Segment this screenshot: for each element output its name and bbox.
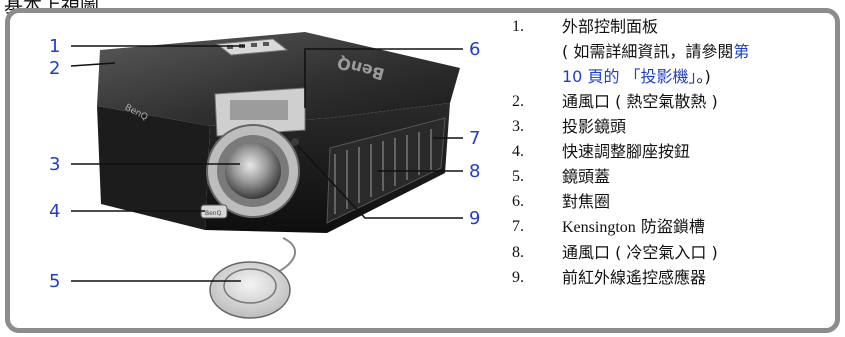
lens-cap-inner — [223, 268, 277, 304]
part-number: 6. — [512, 193, 524, 210]
part-number: 9. — [512, 269, 524, 286]
leader-line-2 — [70, 62, 116, 67]
callout-7: 7 — [469, 128, 480, 149]
callout-9: 9 — [469, 208, 480, 229]
callout-8: 8 — [469, 161, 480, 182]
part-number: 8. — [512, 244, 524, 261]
part-name: 投影鏡頭 — [562, 117, 627, 136]
part-item-8: 8. 通風口 ( 冷空氣入口 ) — [512, 240, 834, 265]
part-name: Kensington 防盜鎖槽 — [562, 217, 705, 236]
projector-diagram: BenQ BenQ BenQ — [5, 8, 495, 333]
part-number: 7. — [512, 218, 524, 235]
part-name: 通風口 ( 冷空氣入口 ) — [562, 243, 718, 262]
lens-glass — [225, 143, 281, 199]
part-number: 4. — [512, 143, 524, 160]
part-name: 外部控制面板 — [562, 17, 659, 36]
part-name-latin: Kensington — [562, 219, 636, 236]
part-item-9: 9. 前紅外線遙控感應器 — [512, 265, 834, 290]
part-item-1: 1. 外部控制面板 ( 如需詳細資訊，請參閱第 10 頁的 「投影機」。) — [512, 14, 834, 89]
part-note: ( 如需詳細資訊，請參閱第 — [562, 39, 834, 64]
part-number: 2. — [512, 93, 524, 110]
callout-5: 5 — [49, 271, 60, 292]
control-button — [263, 42, 269, 46]
note-link-a[interactable]: 第 — [733, 42, 750, 61]
part-note-cont: 10 頁的 「投影機」。) — [562, 64, 834, 89]
part-number: 1. — [512, 18, 524, 35]
projector-left-side — [97, 106, 210, 230]
leader-line-9 — [296, 144, 463, 219]
note-prefix: ( 如需詳細資訊，請參閱 — [562, 42, 734, 61]
part-name: 鏡頭蓋 — [562, 167, 611, 186]
callout-3: 3 — [49, 154, 60, 175]
part-name: 對焦圈 — [562, 192, 611, 211]
adjuster-label: BenQ — [205, 210, 222, 217]
part-name-rest: 防盜鎖槽 — [635, 217, 705, 236]
part-item-2: 2. 通風口 ( 熱空氣散熱 ) — [512, 89, 834, 114]
part-item-7: 7. Kensington 防盜鎖槽 — [512, 214, 834, 240]
note-suffix: 。) — [696, 67, 711, 86]
callout-6: 6 — [469, 39, 480, 60]
control-button — [251, 43, 257, 47]
callout-4: 4 — [49, 201, 60, 222]
note-link-b[interactable]: 10 頁的 「投影機」 — [562, 67, 697, 86]
part-name: 快速調整腳座按鈕 — [562, 142, 691, 161]
part-item-3: 3. 投影鏡頭 — [512, 114, 834, 139]
part-name: 通風口 ( 熱空氣散熱 ) — [562, 92, 718, 111]
callout-1: 1 — [49, 36, 60, 57]
focus-ring-window — [230, 100, 288, 120]
projector-illustration: BenQ BenQ BenQ — [49, 32, 480, 319]
lens-cap — [209, 261, 291, 319]
part-number: 3. — [512, 118, 524, 135]
part-item-4: 4. 快速調整腳座按鈕 — [512, 139, 834, 164]
part-name: 前紅外線遙控感應器 — [562, 268, 707, 287]
projector-top-surface — [97, 32, 460, 126]
ir-sensor — [291, 138, 299, 146]
callout-2: 2 — [49, 58, 60, 79]
leader-line-6 — [304, 48, 463, 108]
part-item-5: 5. 鏡頭蓋 — [512, 164, 834, 189]
part-item-6: 6. 對焦圈 — [512, 189, 834, 214]
parts-list: 1. 外部控制面板 ( 如需詳細資訊，請參閱第 10 頁的 「投影機」。) 2.… — [512, 14, 834, 290]
control-button — [227, 45, 233, 49]
part-number: 5. — [512, 168, 524, 185]
